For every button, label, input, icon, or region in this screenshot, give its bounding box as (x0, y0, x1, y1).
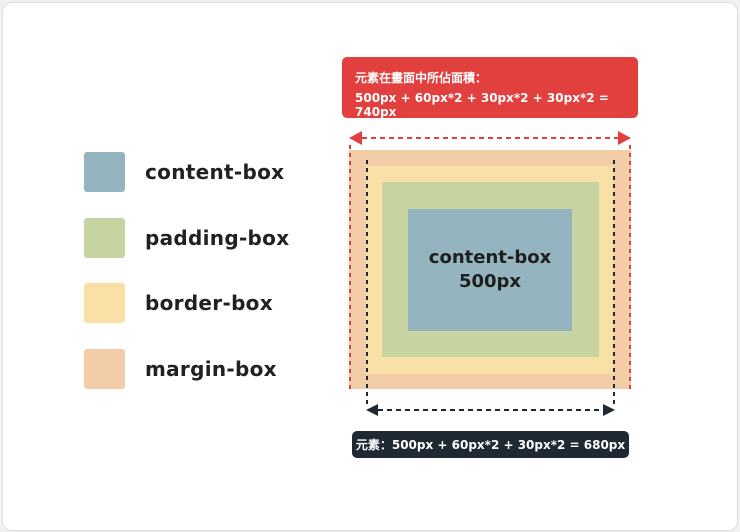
border-box-swatch (84, 283, 125, 323)
legend-item-padding-box: padding-box (84, 218, 289, 258)
padding-box-swatch (84, 218, 125, 258)
content-box-swatch (84, 152, 125, 192)
element-width-badge: 元素：500px + 60px*2 + 30px*2 = 680px (352, 431, 629, 458)
element-width-formula: 元素：500px + 60px*2 + 30px*2 = 680px (355, 438, 626, 452)
total-width-arrow-left (349, 131, 362, 145)
total-area-title: 元素在畫面中所佔面積： (355, 71, 488, 85)
legend-item-margin-box: margin-box (84, 349, 277, 389)
total-area-badge: 元素在畫面中所佔面積： 500px + 60px*2 + 30px*2 + 30… (342, 57, 638, 119)
margin-box-swatch (84, 349, 125, 389)
total-width-arrow-right (618, 131, 631, 145)
legend-label-margin-box: margin-box (145, 357, 277, 381)
element-width-arrow-left (366, 404, 378, 416)
legend-item-border-box: border-box (84, 283, 273, 323)
content-box-label: content-box (428, 247, 552, 268)
content-box-size: 500px (458, 271, 522, 292)
legend-label-padding-box: padding-box (145, 226, 290, 250)
legend-label-border-box: border-box (145, 291, 273, 315)
element-width-arrow-right (603, 404, 615, 416)
total-area-formula: 500px + 60px*2 + 30px*2 + 30px*2 = 740px (355, 91, 609, 119)
legend-label-content-box: content-box (145, 160, 285, 184)
legend-item-content-box: content-box (84, 152, 284, 192)
content-box-layer: content-box 500px (408, 209, 572, 331)
